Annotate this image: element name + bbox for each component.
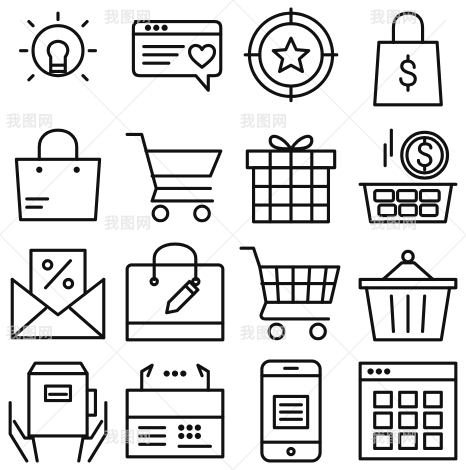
- cell-gift-box: [233, 118, 350, 236]
- shopping-bag-icon: [15, 128, 102, 222]
- bag-pencil-icon: [125, 242, 225, 342]
- shopping-cart-icon: [125, 133, 223, 223]
- cell-shopping-basket: [350, 235, 466, 353]
- envelope-discount-icon: [10, 248, 106, 339]
- cell-calendar-grid: [350, 353, 466, 470]
- cell-basket-dollar: [350, 118, 466, 236]
- lightbulb-icon: [19, 11, 98, 82]
- shopping-cart-grid-icon: [239, 246, 341, 341]
- gift-box-icon: [246, 135, 337, 224]
- basket-dollar-coin-icon: [358, 128, 458, 224]
- cell-shopping-bag: [0, 118, 117, 236]
- shopping-bag-dollar-icon: [372, 11, 443, 107]
- cell-shopping-cart: [117, 118, 234, 236]
- cell-star-badge: [233, 0, 350, 118]
- cash-register-icon: [125, 363, 225, 459]
- cell-shopping-cart-grid: [233, 235, 350, 353]
- shopping-basket-icon: [358, 249, 458, 342]
- hands-box-icon: [8, 361, 108, 463]
- cell-bag-pencil: [117, 235, 234, 353]
- cell-hands-box: [0, 353, 117, 470]
- smartphone-receipt-icon: [260, 359, 322, 463]
- cell-shopping-bag-dollar: [350, 0, 466, 118]
- cell-envelope-discount: [0, 235, 117, 353]
- cell-lightbulb: [0, 0, 117, 118]
- star-badge-icon: [243, 7, 339, 102]
- cell-chat-message: [117, 0, 234, 118]
- chat-message-heart-icon: [131, 19, 223, 92]
- calendar-grid-icon: [358, 361, 458, 461]
- cell-cash-register: [117, 353, 234, 470]
- cell-smartphone: [233, 353, 350, 470]
